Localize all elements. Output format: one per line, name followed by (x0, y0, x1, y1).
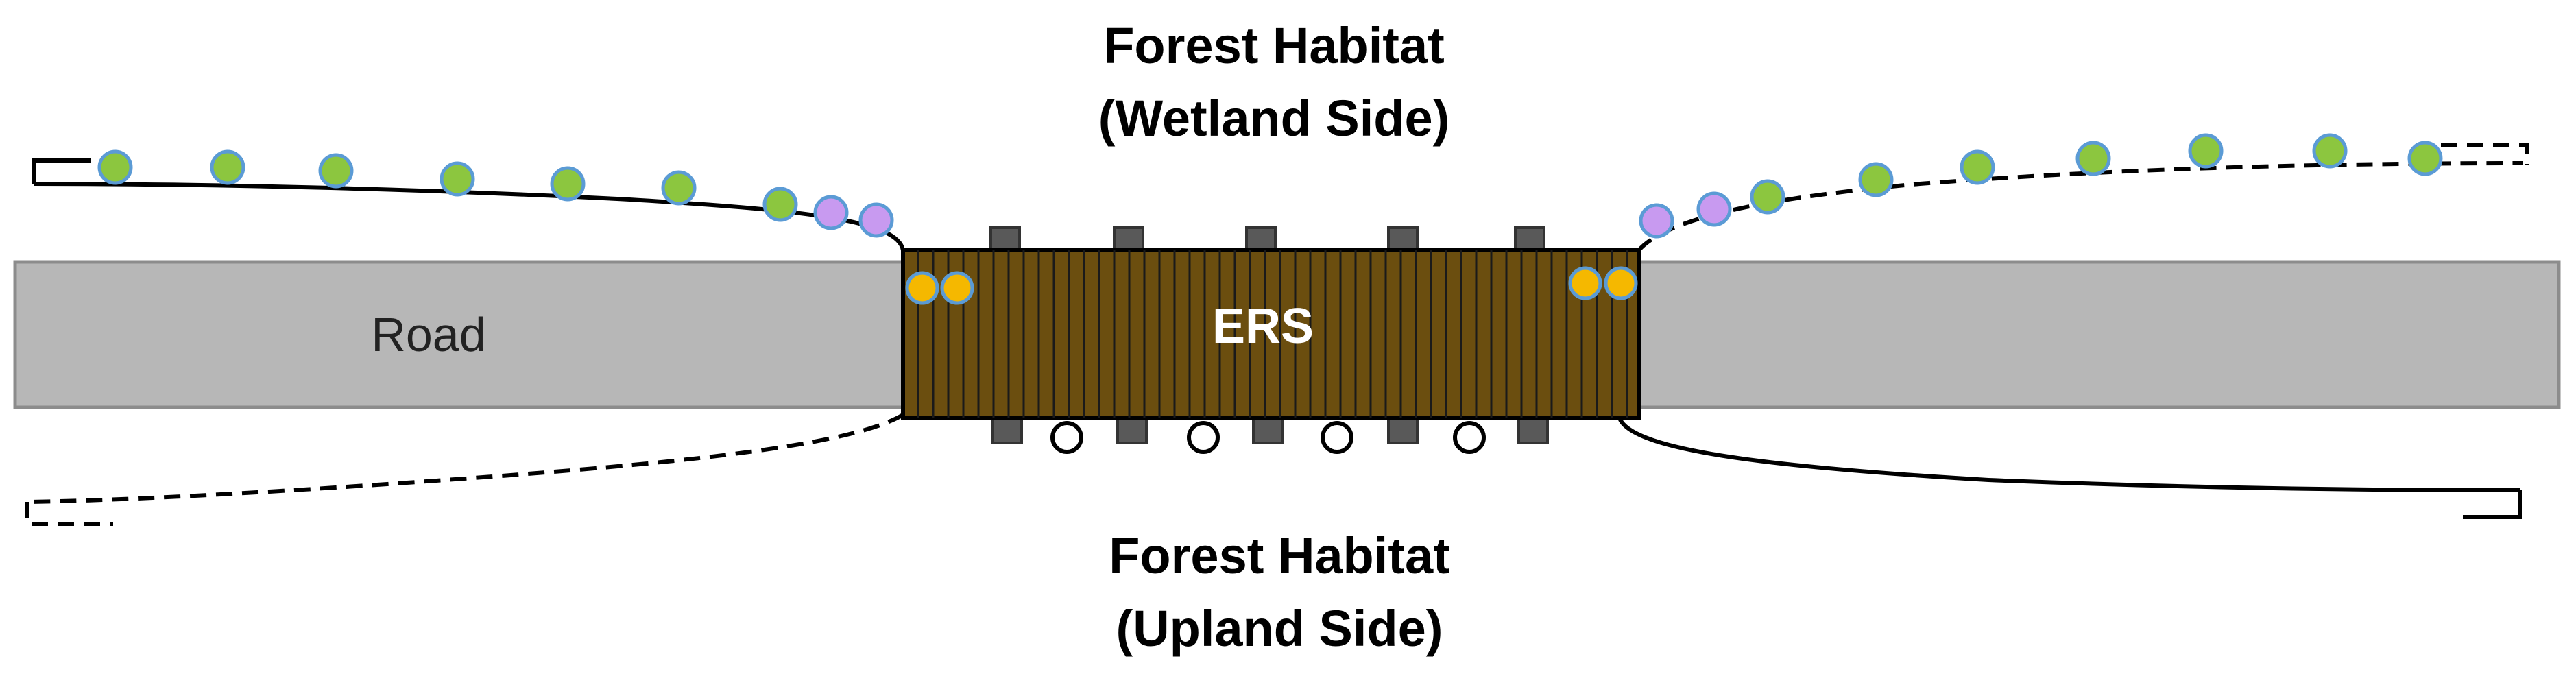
ers-structure (901, 248, 1641, 420)
ers-post (1517, 417, 1549, 444)
orange-marker (905, 271, 939, 305)
top-heading-line2: (Wetland Side) (1098, 90, 1450, 147)
green-marker (2407, 141, 2443, 176)
orange-marker (940, 271, 974, 305)
purple-marker (858, 202, 894, 238)
road-label: Road (371, 308, 485, 361)
green-marker (2188, 133, 2224, 169)
fence-top-right-dashed (1637, 161, 2524, 252)
road-right-segment (1637, 260, 2561, 409)
fence-bottom-right-solid (1617, 417, 2520, 492)
ers-post (1387, 417, 1419, 444)
open-circle-marker (1453, 421, 1486, 454)
fence-top-left-end (32, 158, 91, 184)
bottom-heading-line1: Forest Habitat (1109, 527, 1450, 584)
open-circle-marker (1321, 421, 1353, 454)
open-circle-marker (1187, 421, 1220, 454)
bottom-heading-line2: (Upland Side) (1116, 600, 1443, 657)
ers-post (1252, 417, 1284, 444)
open-circle-marker (1050, 421, 1083, 454)
top-heading-line1: Forest Habitat (1103, 17, 1445, 74)
purple-marker (1696, 191, 1732, 227)
road-left-segment (13, 260, 905, 409)
purple-marker (1639, 203, 1674, 239)
green-marker (1858, 162, 1894, 197)
orange-marker (1568, 266, 1602, 300)
green-marker (440, 161, 475, 197)
ers-label: ERS (1212, 299, 1314, 354)
green-marker (97, 149, 133, 185)
open-circles (1050, 421, 1486, 454)
markers (97, 133, 2443, 305)
fence-top-right-end (2441, 143, 2529, 165)
ers-slats (917, 250, 1628, 418)
green-marker (762, 187, 798, 222)
green-marker (661, 170, 697, 206)
green-marker (210, 149, 245, 185)
ers-post (1116, 417, 1148, 444)
green-marker (1960, 149, 1995, 185)
fence-bottom-left-dashed (27, 413, 904, 504)
green-marker (318, 153, 354, 189)
green-marker (1750, 179, 1785, 215)
orange-marker (1604, 266, 1638, 300)
green-marker (2312, 133, 2348, 169)
ers-post (991, 417, 1023, 444)
fence-bottom-left-end (25, 502, 113, 526)
fence-bottom-right-end (2463, 490, 2522, 519)
green-marker (2075, 141, 2111, 176)
green-marker (550, 166, 586, 202)
purple-marker (813, 195, 849, 230)
